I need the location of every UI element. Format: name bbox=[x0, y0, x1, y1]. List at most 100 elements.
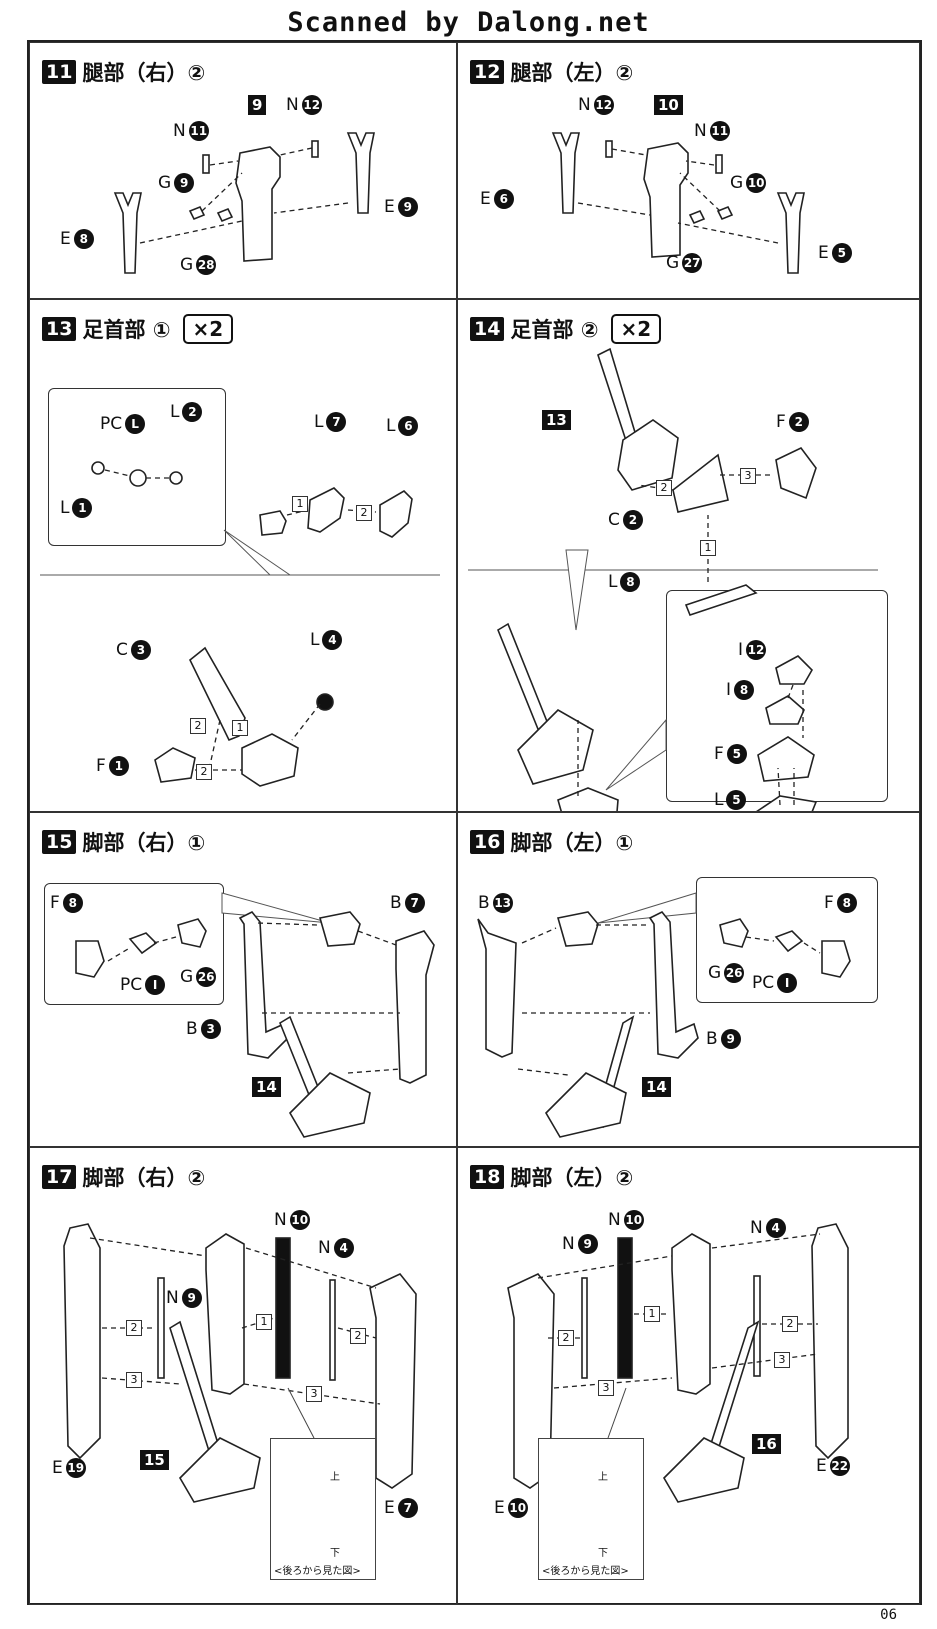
joint-body bbox=[259, 510, 287, 536]
foot-assembly bbox=[288, 1072, 371, 1138]
step-label: 腿部（右）② bbox=[82, 61, 206, 85]
foot-assembly bbox=[178, 1437, 261, 1503]
blade-lower bbox=[497, 622, 549, 736]
foot-assembly bbox=[662, 1437, 745, 1503]
leg-frame bbox=[205, 1233, 245, 1395]
step-number: 11 bbox=[42, 60, 77, 84]
part-n10 bbox=[617, 1237, 633, 1379]
ankle-block bbox=[241, 733, 299, 787]
sequence-3: 3 bbox=[774, 1352, 790, 1368]
quantity-multiplier: ×2 bbox=[610, 314, 662, 344]
joint-top bbox=[318, 911, 361, 947]
leg-body bbox=[235, 146, 281, 262]
ref-label: 14 bbox=[642, 1077, 671, 1097]
step-label: 脚部（右）② bbox=[82, 1166, 206, 1190]
sequence-2: 2 bbox=[656, 480, 672, 496]
foot-sole bbox=[557, 787, 619, 811]
part-n10 bbox=[275, 1237, 291, 1379]
note-top-label: 上 bbox=[330, 1472, 340, 1483]
step-title: 18 脚部（左）② bbox=[470, 1162, 633, 1192]
sequence-3: 3 bbox=[126, 1372, 142, 1388]
part-f2 bbox=[775, 446, 817, 500]
step-number: 14 bbox=[470, 317, 505, 341]
scanner-credit: Scanned by Dalong.net bbox=[287, 7, 650, 38]
step-number: 17 bbox=[42, 1165, 77, 1189]
quantity-multiplier: ×2 bbox=[182, 314, 234, 344]
sequence-3: 3 bbox=[740, 468, 756, 484]
leg-frame bbox=[671, 1233, 711, 1395]
part-g26 bbox=[177, 918, 207, 948]
part-n11 bbox=[715, 154, 723, 174]
ankle-assembly bbox=[617, 419, 679, 491]
step-number: 15 bbox=[42, 830, 77, 854]
part-g28 bbox=[216, 207, 234, 223]
note-bottom-label: 下 bbox=[598, 1548, 608, 1559]
part-n9 bbox=[157, 1277, 165, 1379]
step-title: 16 脚部（左）① bbox=[470, 827, 633, 857]
step-label: 足首部 ② bbox=[510, 318, 599, 342]
note-caption: <後ろから見た図> bbox=[542, 1566, 629, 1577]
step-number: 16 bbox=[470, 830, 505, 854]
foot-right-2-diagram bbox=[63, 1223, 417, 1503]
sequence-2: 2 bbox=[190, 718, 206, 734]
step-label: 脚部（右）① bbox=[82, 831, 206, 855]
step-number: 13 bbox=[42, 317, 77, 341]
foot-left-1-diagram bbox=[477, 892, 851, 1138]
part-e19 bbox=[63, 1223, 101, 1460]
part-n4 bbox=[329, 1279, 336, 1381]
part-g26 bbox=[719, 918, 749, 948]
part-e22 bbox=[811, 1223, 849, 1460]
part-l5 bbox=[756, 795, 818, 811]
sequence-2: 2 bbox=[126, 1320, 142, 1336]
step-title: 15 脚部（右）① bbox=[42, 827, 205, 857]
step-17-panel: 17 脚部（右）② bbox=[29, 1147, 457, 1605]
part-n12 bbox=[605, 140, 613, 158]
ref-label: 9 bbox=[248, 95, 267, 115]
foot-left-2-diagram bbox=[507, 1223, 849, 1503]
part-b7 bbox=[395, 930, 435, 1084]
sequence-1: 1 bbox=[700, 540, 716, 556]
sequence-2: 2 bbox=[350, 1328, 366, 1344]
foot-assembly bbox=[544, 1072, 627, 1138]
part-g27 bbox=[688, 209, 706, 225]
part-g10 bbox=[716, 205, 734, 221]
part-c2 bbox=[672, 453, 729, 513]
part-e5 bbox=[776, 192, 805, 274]
sequence-3: 3 bbox=[598, 1380, 614, 1396]
step-label: 腿部（左）② bbox=[510, 61, 634, 85]
step-title: 13 足首部 ① ×2 bbox=[42, 314, 234, 344]
sequence-3: 3 bbox=[306, 1386, 322, 1402]
step-label: 脚部（左）① bbox=[510, 831, 634, 855]
part-f5 bbox=[757, 736, 815, 782]
sequence-1: 1 bbox=[292, 496, 308, 512]
rear-view-note bbox=[270, 1438, 376, 1580]
part-b13 bbox=[477, 918, 517, 1058]
sequence-2: 2 bbox=[782, 1316, 798, 1332]
